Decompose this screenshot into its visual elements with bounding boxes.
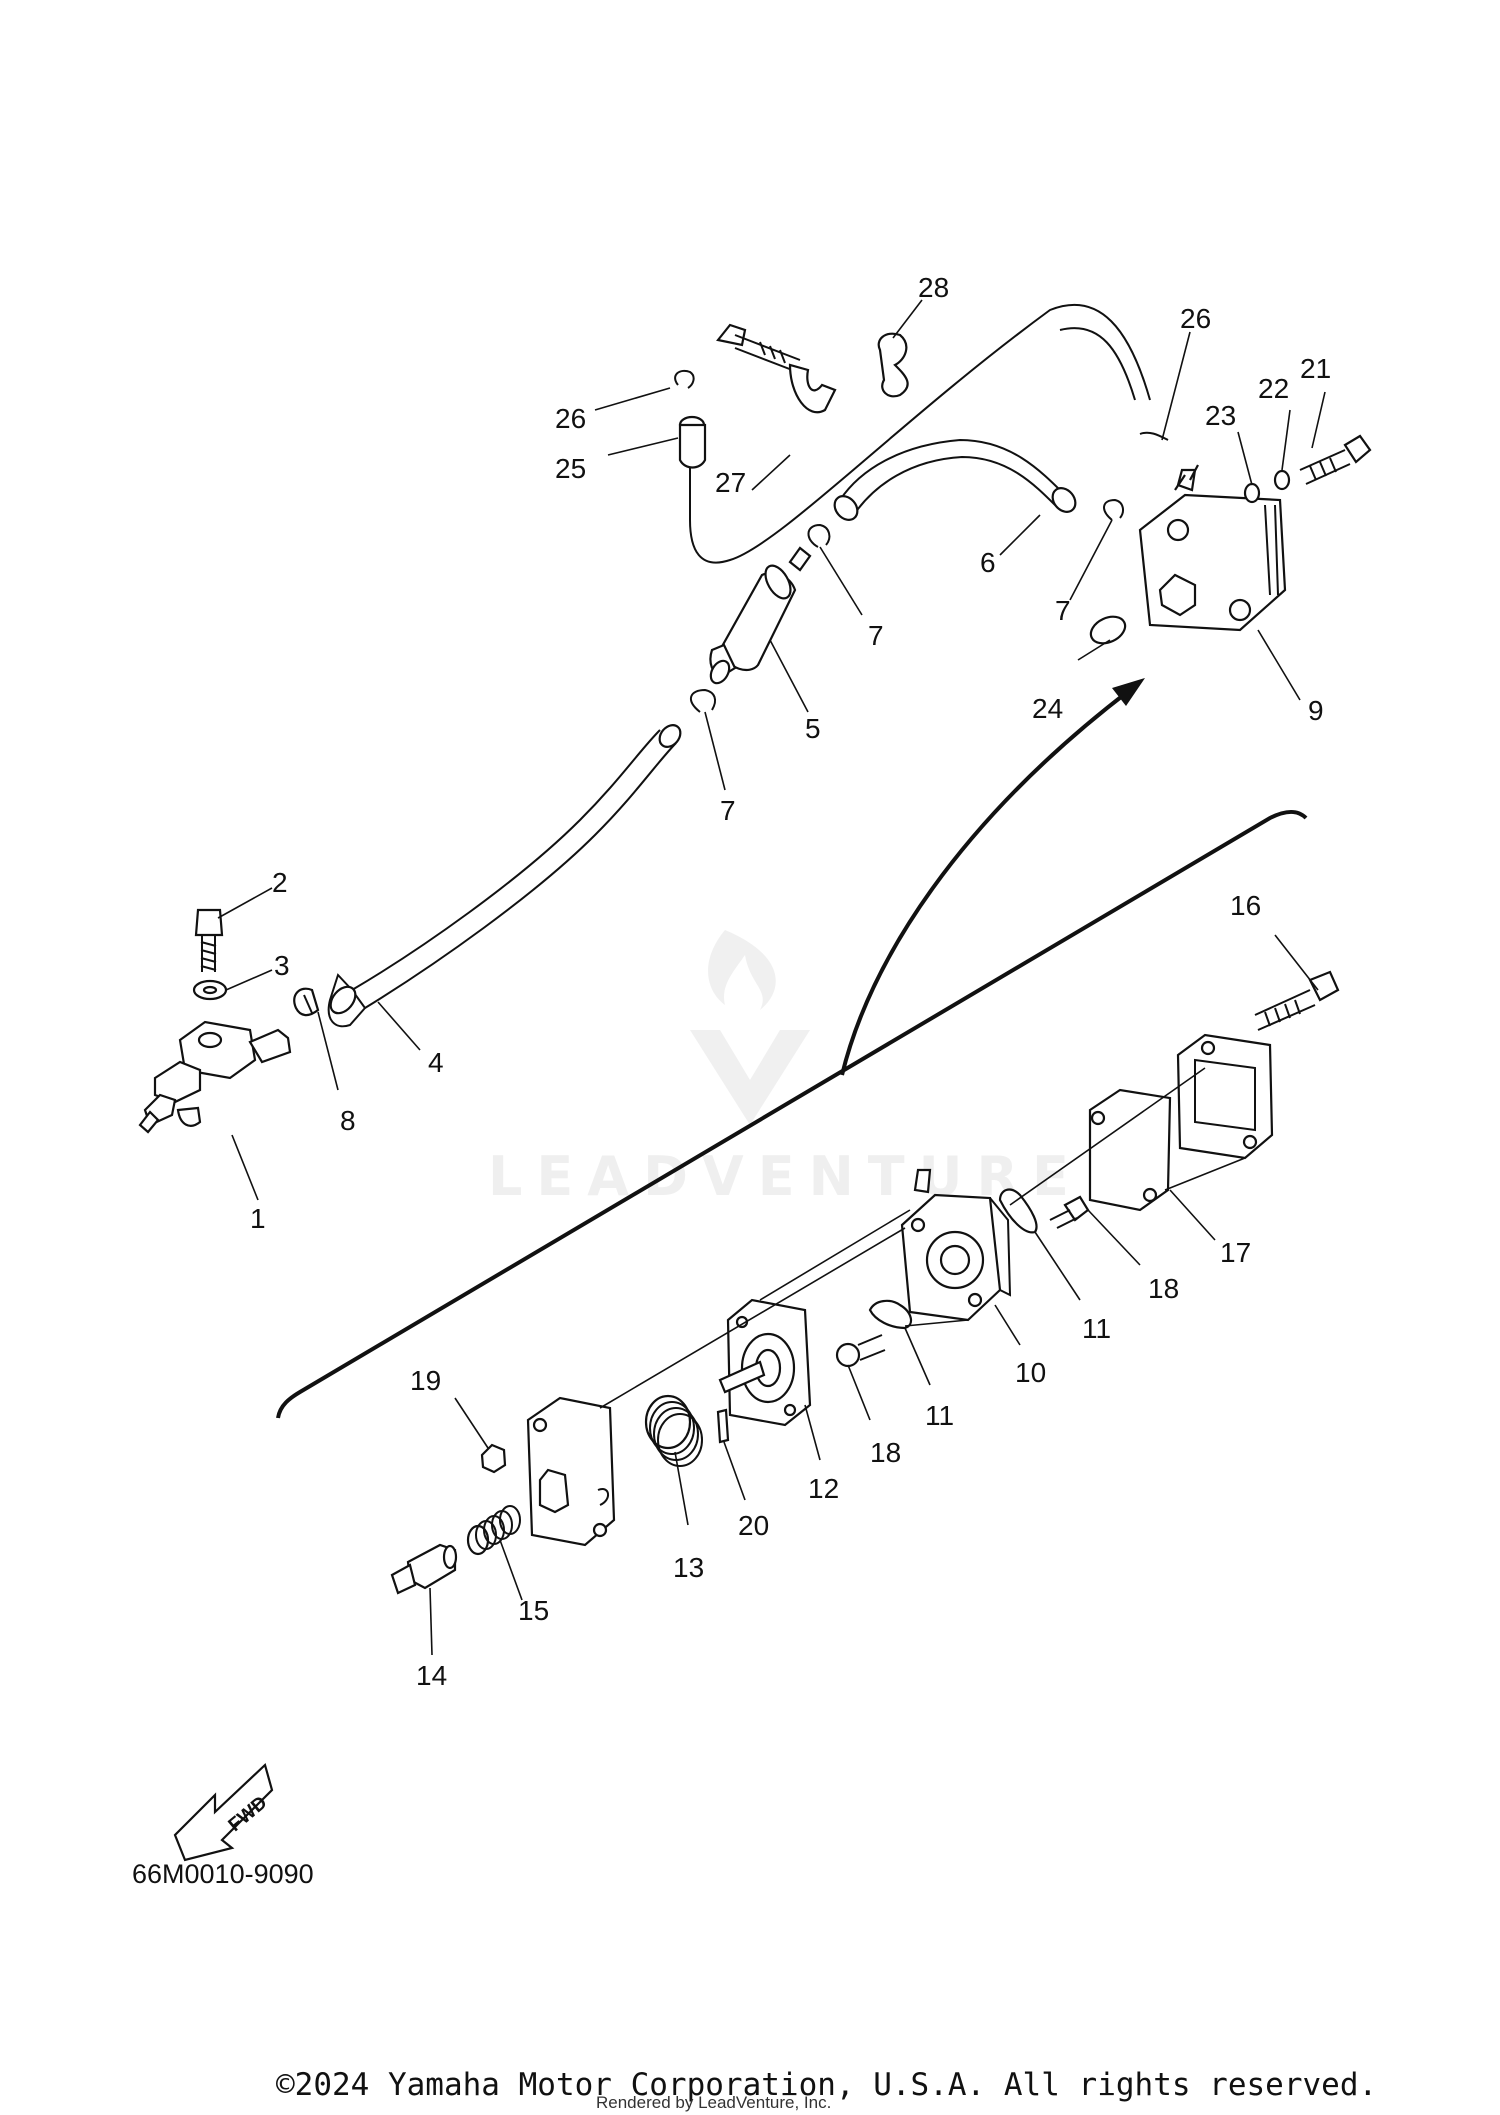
spring-15: [466, 1505, 521, 1556]
label-part-16: 16: [1230, 890, 1261, 921]
label-part-5: 5: [805, 713, 821, 744]
diaphragm-12: [718, 1298, 812, 1427]
label-part-2: 2: [272, 867, 288, 898]
label-part-22: 22: [1258, 373, 1289, 404]
cover-17: [1176, 1033, 1274, 1160]
label-part-23: 23: [1205, 400, 1236, 431]
bolt-2: [194, 908, 224, 972]
screw-16: [1254, 970, 1340, 1031]
label-part-11-upper: 11: [1082, 1313, 1111, 1344]
label-part-19: 19: [410, 1365, 441, 1396]
assembly-arrow-head: [1112, 678, 1145, 706]
rendered-by-notice: Rendered by LeadVenture, Inc.: [596, 2093, 831, 2112]
clip-26-right: [1139, 431, 1169, 441]
leader-lines: [217, 299, 1326, 1656]
fuel-hose-4: [327, 724, 682, 1028]
fuel-filter-5: [709, 546, 812, 685]
washer-3: [192, 979, 228, 1001]
screw-21: [1299, 434, 1372, 485]
label-part-7-lower: 7: [720, 795, 736, 826]
label-part-18-upper: 18: [1148, 1273, 1179, 1304]
clamp-27: [716, 323, 837, 414]
valve-11-upper: [998, 1188, 1038, 1234]
o-ring-24: [1089, 615, 1127, 645]
fuel-joint-1: [138, 1020, 292, 1134]
washer-22: [1273, 469, 1291, 491]
label-part-20: 20: [738, 1510, 769, 1541]
valve-11-lower: [868, 1299, 913, 1330]
label-part-15: 15: [518, 1595, 549, 1626]
leadventure-watermark: LEADVENTURE: [488, 930, 1083, 1208]
label-part-7-middle: 7: [868, 620, 884, 651]
label-part-21: 21: [1300, 353, 1331, 384]
fwd-arrow-icon: FWD: [173, 1762, 274, 1862]
assembly-axis-upper: [599, 1067, 1206, 1409]
label-part-24: 24: [1032, 693, 1063, 724]
label-part-27: 27: [715, 467, 746, 498]
clip-7-right: [1103, 498, 1124, 521]
label-part-7-right: 7: [1055, 595, 1071, 626]
label-part-14: 14: [416, 1660, 447, 1691]
plunger-14: [390, 1543, 458, 1595]
label-part-26-left: 26: [555, 403, 586, 434]
clamp-28: [877, 332, 909, 398]
fuel-hose-6: [833, 438, 1077, 521]
pump-body-10: [900, 1168, 1012, 1322]
label-part-11-lower: 11: [925, 1400, 954, 1431]
screw-18-lower: [835, 1334, 886, 1368]
fuel-hose-25: [678, 304, 1151, 564]
label-part-17: 17: [1220, 1237, 1251, 1268]
label-part-18-lower: 18: [870, 1437, 901, 1468]
pump-cover: [526, 1396, 616, 1547]
clip-7-middle: [807, 523, 831, 548]
assembly-arrow: [840, 688, 1132, 1076]
label-part-6: 6: [980, 547, 996, 578]
label-part-8: 8: [340, 1105, 356, 1136]
label-part-9: 9: [1308, 695, 1324, 726]
label-part-13: 13: [673, 1552, 704, 1583]
label-part-12: 12: [808, 1473, 839, 1504]
label-part-4: 4: [428, 1047, 444, 1078]
spring-13: [644, 1394, 703, 1467]
washer-23: [1243, 482, 1261, 504]
clip-7-lower: [690, 688, 717, 713]
nut-19: [480, 1443, 507, 1474]
label-part-25: 25: [555, 453, 586, 484]
drawing-code: 66M0010-9090: [132, 1859, 314, 1889]
label-part-1: 1: [250, 1203, 266, 1234]
gasket-17: [1088, 1088, 1172, 1212]
pin-20: [716, 1408, 730, 1444]
label-part-10: 10: [1015, 1357, 1046, 1388]
clip-26-left: [674, 369, 695, 389]
assembly-axis-lower: [904, 1157, 1246, 1327]
label-part-3: 3: [274, 950, 290, 981]
label-part-26-right: 26: [1180, 303, 1211, 334]
clip-8: [293, 987, 320, 1017]
section-divider-line: [276, 810, 1308, 1419]
fuel-pump-9: [1138, 464, 1287, 632]
watermark-text: LEADVENTURE: [488, 1145, 1083, 1208]
copyright-notice: ©2024 Yamaha Motor Corporation, U.S.A. A…: [276, 2067, 1377, 2103]
label-part-28: 28: [918, 272, 949, 303]
